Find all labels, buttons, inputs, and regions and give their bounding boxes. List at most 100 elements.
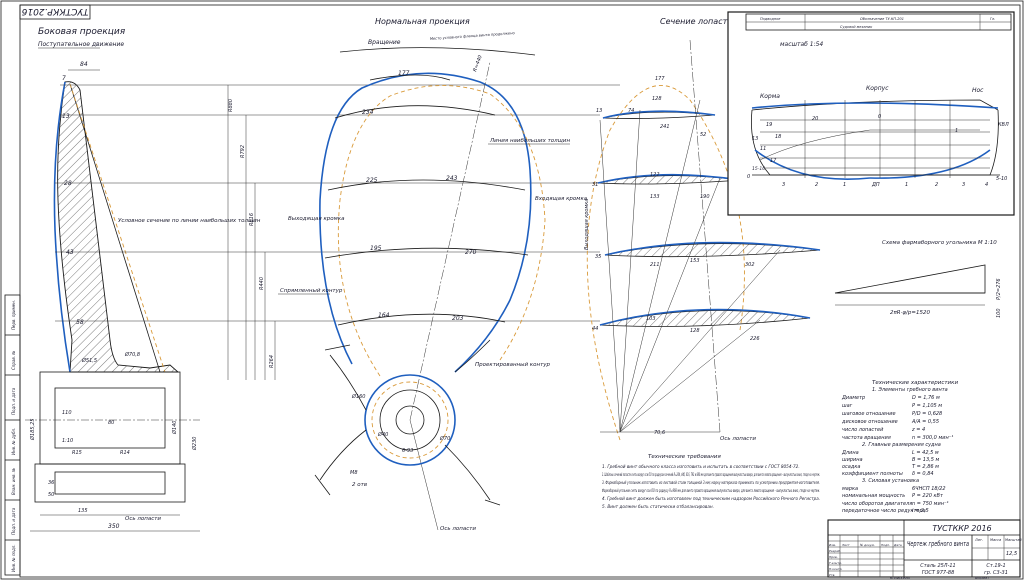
blade-sections: Сечение лопасти 177 128 74 241 52 122 13…: [584, 17, 821, 442]
inset-scale: масштаб 1:54: [780, 41, 823, 48]
side-conditional-section: Условное сечение по линии наибольших тол…: [118, 218, 261, 224]
specs-title: Технические характеристики: [872, 380, 958, 386]
blade-outline: [319, 72, 532, 373]
side-hub: [39, 371, 181, 465]
hub-m8: M8: [350, 470, 358, 476]
tech-characteristics: Технические характеристики 1. Элементы г…: [841, 380, 958, 514]
inset-station-8: 4: [985, 182, 988, 188]
sec-dim-190: 190: [700, 194, 710, 200]
inset-mark-0: 20: [812, 116, 818, 122]
inset-header-2: Гл.: [990, 17, 995, 21]
strip-label-3: Инв. № дубл.: [11, 428, 16, 455]
radius-264: R264: [269, 355, 275, 368]
strip-label-5: Подп. и дата: [11, 507, 16, 535]
hub-d160: Ø160: [351, 393, 365, 400]
side-blade-section: [57, 81, 180, 373]
sections-leading-edge: Выходящая кромка: [584, 199, 590, 250]
inset-hull: Корпус: [866, 85, 889, 92]
side-dim-230: Ø230: [191, 437, 198, 451]
requirement-0: 1. Гребной винт обычного класса изготови…: [602, 464, 800, 469]
shaft-bore: [395, 405, 425, 435]
sec-dim-706: 70,6: [654, 430, 665, 436]
strip-label-2: Подп. и дата: [11, 387, 16, 415]
inset-station-0: 0: [747, 174, 750, 180]
inset-mark-5: 11: [760, 146, 766, 152]
title-code: ТУСТККР 2016: [932, 524, 991, 533]
side-dim-135: 135: [78, 508, 88, 514]
spec2-name-0: Длина: [841, 450, 859, 456]
specs-section2: 2. Главные размерения судна: [862, 442, 941, 448]
radius-880: R880: [228, 99, 234, 112]
development-dim-0: 2πR·φ/p=1520: [890, 310, 930, 316]
inset-mark-7: 0: [878, 114, 881, 120]
development-dim-2: 100: [996, 308, 1002, 318]
rotation-note: Место условного фланца винта продолжено: [430, 31, 516, 41]
sec-dim-241: 241: [660, 124, 670, 130]
strip-label-1: Справ. №: [11, 351, 16, 370]
inset-station-7: 3: [962, 182, 965, 188]
spec3-val-1: P = 220 кВт: [912, 493, 944, 499]
spec-val-2: P/D = 0,628: [912, 411, 942, 417]
title-name: Чертеж гребного винта: [907, 540, 969, 548]
hub-d70: Ø70: [439, 435, 450, 442]
sign-row-5: Разраб.: [829, 549, 841, 553]
hub-693: 6-93: [402, 448, 413, 454]
development-title: Схема фармаборного угольника М 1:10: [882, 240, 997, 246]
straightened-contour-label: Спрямленный контур: [280, 288, 343, 294]
side-dim-43: 43: [66, 249, 74, 256]
side-dim-708: Ø70,8: [124, 351, 140, 358]
inset-header-0: Подводное: [760, 17, 780, 21]
title-scale-label: Масштаб: [1005, 538, 1022, 542]
side-dim-110: 110: [62, 410, 72, 416]
side-dim-185: Ø185,25: [29, 419, 36, 441]
inset-station-4: ДП: [871, 182, 880, 188]
sec-dim-52: 52: [700, 132, 706, 138]
side-dim-r14: R14: [120, 450, 130, 456]
inset-hull-profile: Подводное Обозначение ТУ-КП-201 Гл. Судо…: [727, 11, 1015, 216]
sec-dim-13: 13: [596, 108, 602, 114]
title-block: ТУСТККР 2016 Чертеж гребного винта Сталь…: [827, 519, 1022, 578]
projected-contour: [337, 85, 546, 377]
hub-d40: Ø40: [377, 431, 388, 438]
requirement-1: 2. Шаблоны сечений лопасти снять вокруг …: [602, 472, 820, 477]
spec2-val-3: δ = 0,84: [912, 471, 934, 477]
normal-view: Нормальная проекция Вращение Место услов…: [227, 17, 588, 532]
requirement-4: 4. Гребной винт должен быть изготовлен п…: [602, 496, 820, 501]
rotation-label: Вращение: [368, 39, 401, 46]
sec-dim-302: 302: [745, 262, 755, 268]
spec-val-1: P = 1,105 м: [912, 403, 942, 409]
trailing-edge-label: Выходящая кромка: [288, 216, 345, 222]
spec-val-5: n = 300,0 мин⁻¹: [912, 435, 953, 441]
chord-203: 203: [452, 315, 464, 322]
side-view: Боковая проекция Поступательное движение…: [25, 27, 620, 532]
side-dim-80: 80: [108, 420, 114, 426]
inset-mark-3: 17: [770, 158, 777, 164]
spec-name-4: число лопастей: [842, 427, 884, 433]
sign-row-7: Т.контр.: [829, 561, 842, 565]
spec-name-2: шаговое отношение: [842, 411, 896, 417]
side-dim-r15: R15: [72, 450, 82, 456]
normal-view-title: Нормальная проекция: [375, 17, 470, 26]
sign-row-8: Н.контр.: [829, 567, 842, 571]
hub-outer: [364, 374, 456, 466]
spec2-val-0: L = 42,5 м: [912, 450, 939, 456]
requirement-5: 5. Винт должен быть статически отбаланси…: [602, 504, 714, 509]
inset-mark-8: 1: [955, 128, 958, 134]
radius-792: R792: [240, 145, 246, 158]
sign-row-6: Пров.: [829, 555, 838, 559]
spec2-name-2: осадка: [842, 464, 860, 470]
radius-440: R440: [259, 277, 265, 290]
sign-row-1: Лист: [841, 543, 850, 547]
tech-requirements: Технические требования 1. Гребной винт о…: [602, 454, 820, 509]
side-dim-84: 84: [80, 61, 88, 68]
spec-name-0: Диаметр: [841, 395, 865, 401]
spec3-name-3: передаточное число редуктора: [842, 508, 926, 514]
sign-row-4: Дата: [893, 543, 902, 547]
inset-station-9: 5-10: [996, 176, 1007, 182]
chord-270: 270: [465, 249, 477, 256]
inset-bow: Нос: [972, 87, 984, 94]
sec-dim-153: 153: [690, 258, 700, 264]
inset-stern: Корма: [760, 93, 780, 100]
inset-mark-2: 18: [775, 134, 781, 140]
